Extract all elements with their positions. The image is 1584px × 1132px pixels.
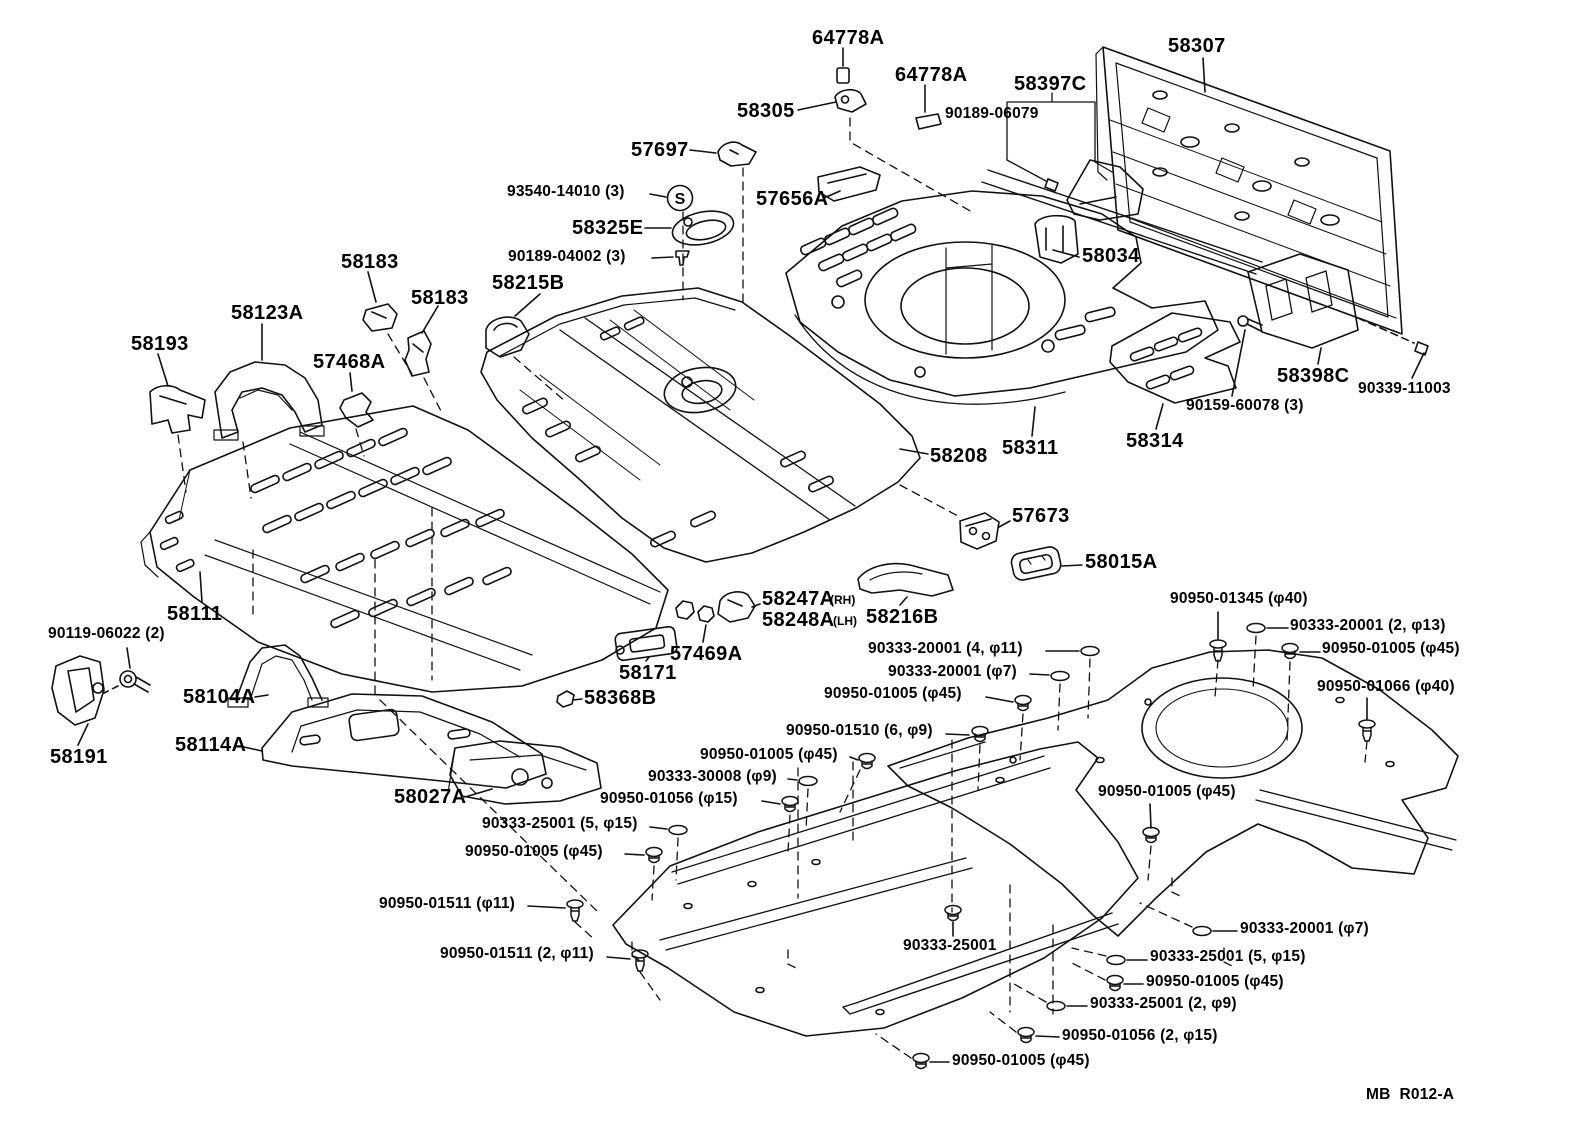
bracket-58027a: [447, 740, 602, 805]
grommet-90189-04002: [651, 250, 690, 266]
clips-57469a: [675, 600, 715, 643]
screw-marker-93540-14010: [649, 184, 694, 212]
bracket-58123a: [213, 323, 325, 441]
bracket-57468a: [339, 372, 374, 428]
plate-58015a: [1010, 546, 1083, 581]
bracket-58397c: [1006, 92, 1144, 221]
member-58114a: [243, 693, 547, 789]
bracket-58215b: [485, 293, 541, 358]
bracket-58183-left: [362, 271, 398, 332]
bracket-58034: [1034, 214, 1080, 264]
center-floor-pan-58208: [480, 287, 929, 563]
fastener-leader-lines: [527, 611, 1368, 1063]
bracket-58398c: [1231, 253, 1429, 397]
clip-58368b: [556, 690, 583, 708]
bracket-58305-and-64778a-parts: [797, 47, 942, 130]
extension-58216b: [857, 562, 954, 606]
bracket-57697: [689, 141, 757, 167]
heat-shield-57656a: [817, 166, 881, 202]
panel-58314: [1109, 312, 1241, 430]
bracket-58247a-58248a: [717, 591, 761, 623]
support-58104a: [227, 644, 329, 708]
plate-58325e: [644, 210, 735, 246]
s-symbol-text: S: [675, 191, 686, 208]
dashed-construction-lines: [177, 117, 1368, 1059]
side-member-rails: [981, 169, 1263, 275]
bracket-58183-right: [404, 305, 439, 377]
rear-floor-under-cover: [887, 649, 1459, 937]
front-floor-under-cover: [612, 741, 1139, 1037]
fastener-glyphs: [566, 622, 1376, 1070]
plate-58171: [614, 625, 678, 662]
bracket-57673: [959, 512, 1011, 550]
bracket-58191-and-bolt: [51, 647, 151, 746]
bracket-58193: [149, 353, 206, 434]
rear-floor-pan-58311: [785, 190, 1219, 437]
front-floor-pan-58111: [140, 405, 669, 693]
